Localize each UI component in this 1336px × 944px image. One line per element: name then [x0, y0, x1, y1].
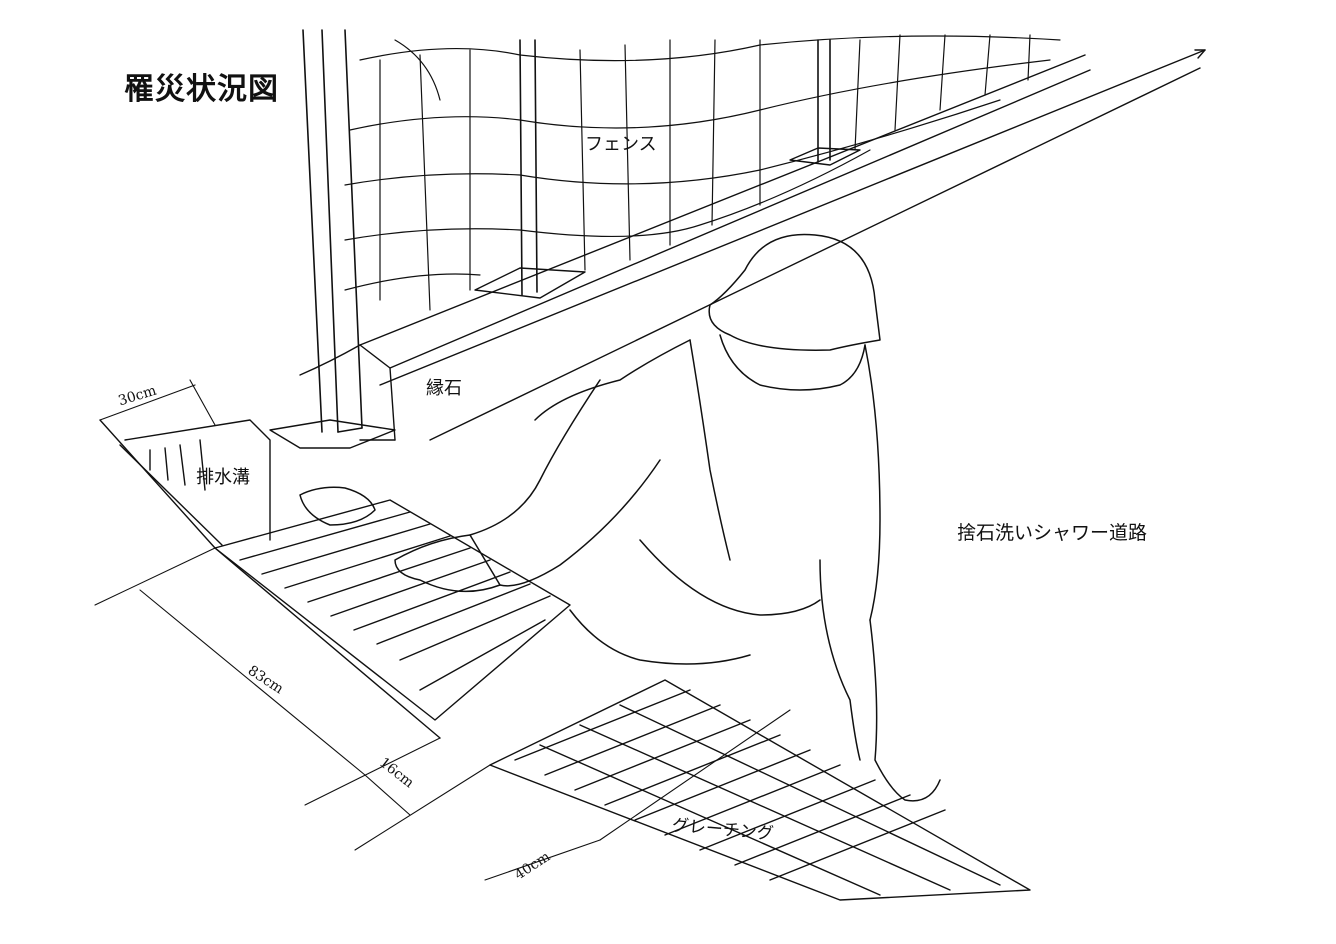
- drain-cover: [214, 499, 571, 721]
- road-edge: [379, 49, 1206, 441]
- label-curb: 縁石: [426, 378, 462, 399]
- worker-figure: [299, 233, 941, 802]
- label-drain: 排水溝: [196, 467, 250, 488]
- label-road: 捨石洗いシャワー道路: [957, 522, 1148, 544]
- label-fence: フェンス: [585, 134, 657, 155]
- drain-ditch: [99, 419, 441, 739]
- dimension-lines: [94, 379, 791, 881]
- fence-bases: [269, 147, 861, 449]
- page-title: 罹災状況図: [124, 72, 279, 107]
- grating: [489, 679, 1031, 901]
- curb-stone: [299, 54, 1091, 441]
- fence-mesh: [344, 34, 1061, 311]
- fence-posts: [302, 29, 831, 433]
